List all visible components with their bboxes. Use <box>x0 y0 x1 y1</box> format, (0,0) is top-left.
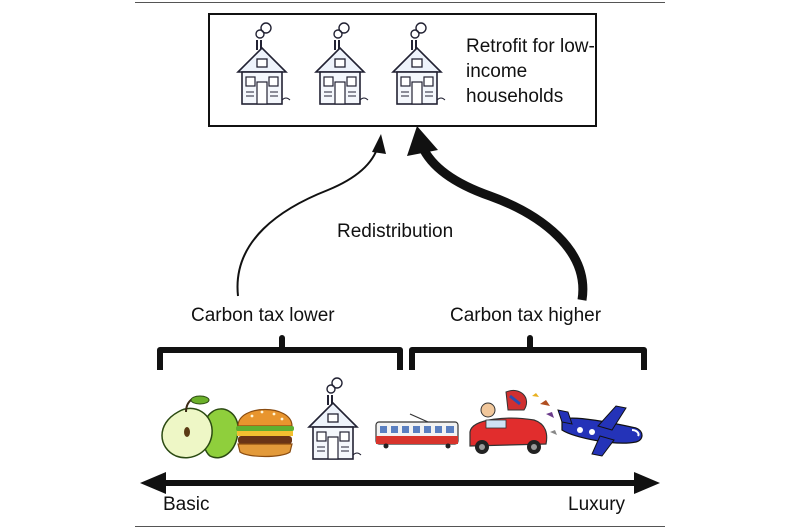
car-icon <box>469 390 557 454</box>
tram-icon <box>375 413 459 449</box>
axis-arrow-left <box>140 472 166 494</box>
redistribution-label: Redistribution <box>337 221 454 242</box>
luxury-label: Luxury <box>568 494 626 515</box>
bottom-rule <box>135 526 665 527</box>
airplane-icon <box>557 405 643 457</box>
retrofit-title: Retrofit for low-income households <box>466 36 595 107</box>
house-icon <box>308 377 362 460</box>
brace-lower <box>157 335 403 370</box>
carbon-tax-lower-label: Carbon tax lower <box>191 305 335 326</box>
axis-arrow-right <box>634 472 660 494</box>
brace-higher <box>409 335 647 370</box>
arrow-head-thick <box>407 126 438 156</box>
carbon-tax-higher-label: Carbon tax higher <box>450 305 602 326</box>
top-rule <box>135 2 665 3</box>
arrow-head-thin <box>372 134 386 154</box>
redistribution-arrow-thin <box>236 145 379 297</box>
redistribution-arrow-thick <box>417 143 588 301</box>
apple-icon <box>161 395 239 459</box>
burger-icon <box>236 408 294 458</box>
basic-label: Basic <box>163 494 210 515</box>
